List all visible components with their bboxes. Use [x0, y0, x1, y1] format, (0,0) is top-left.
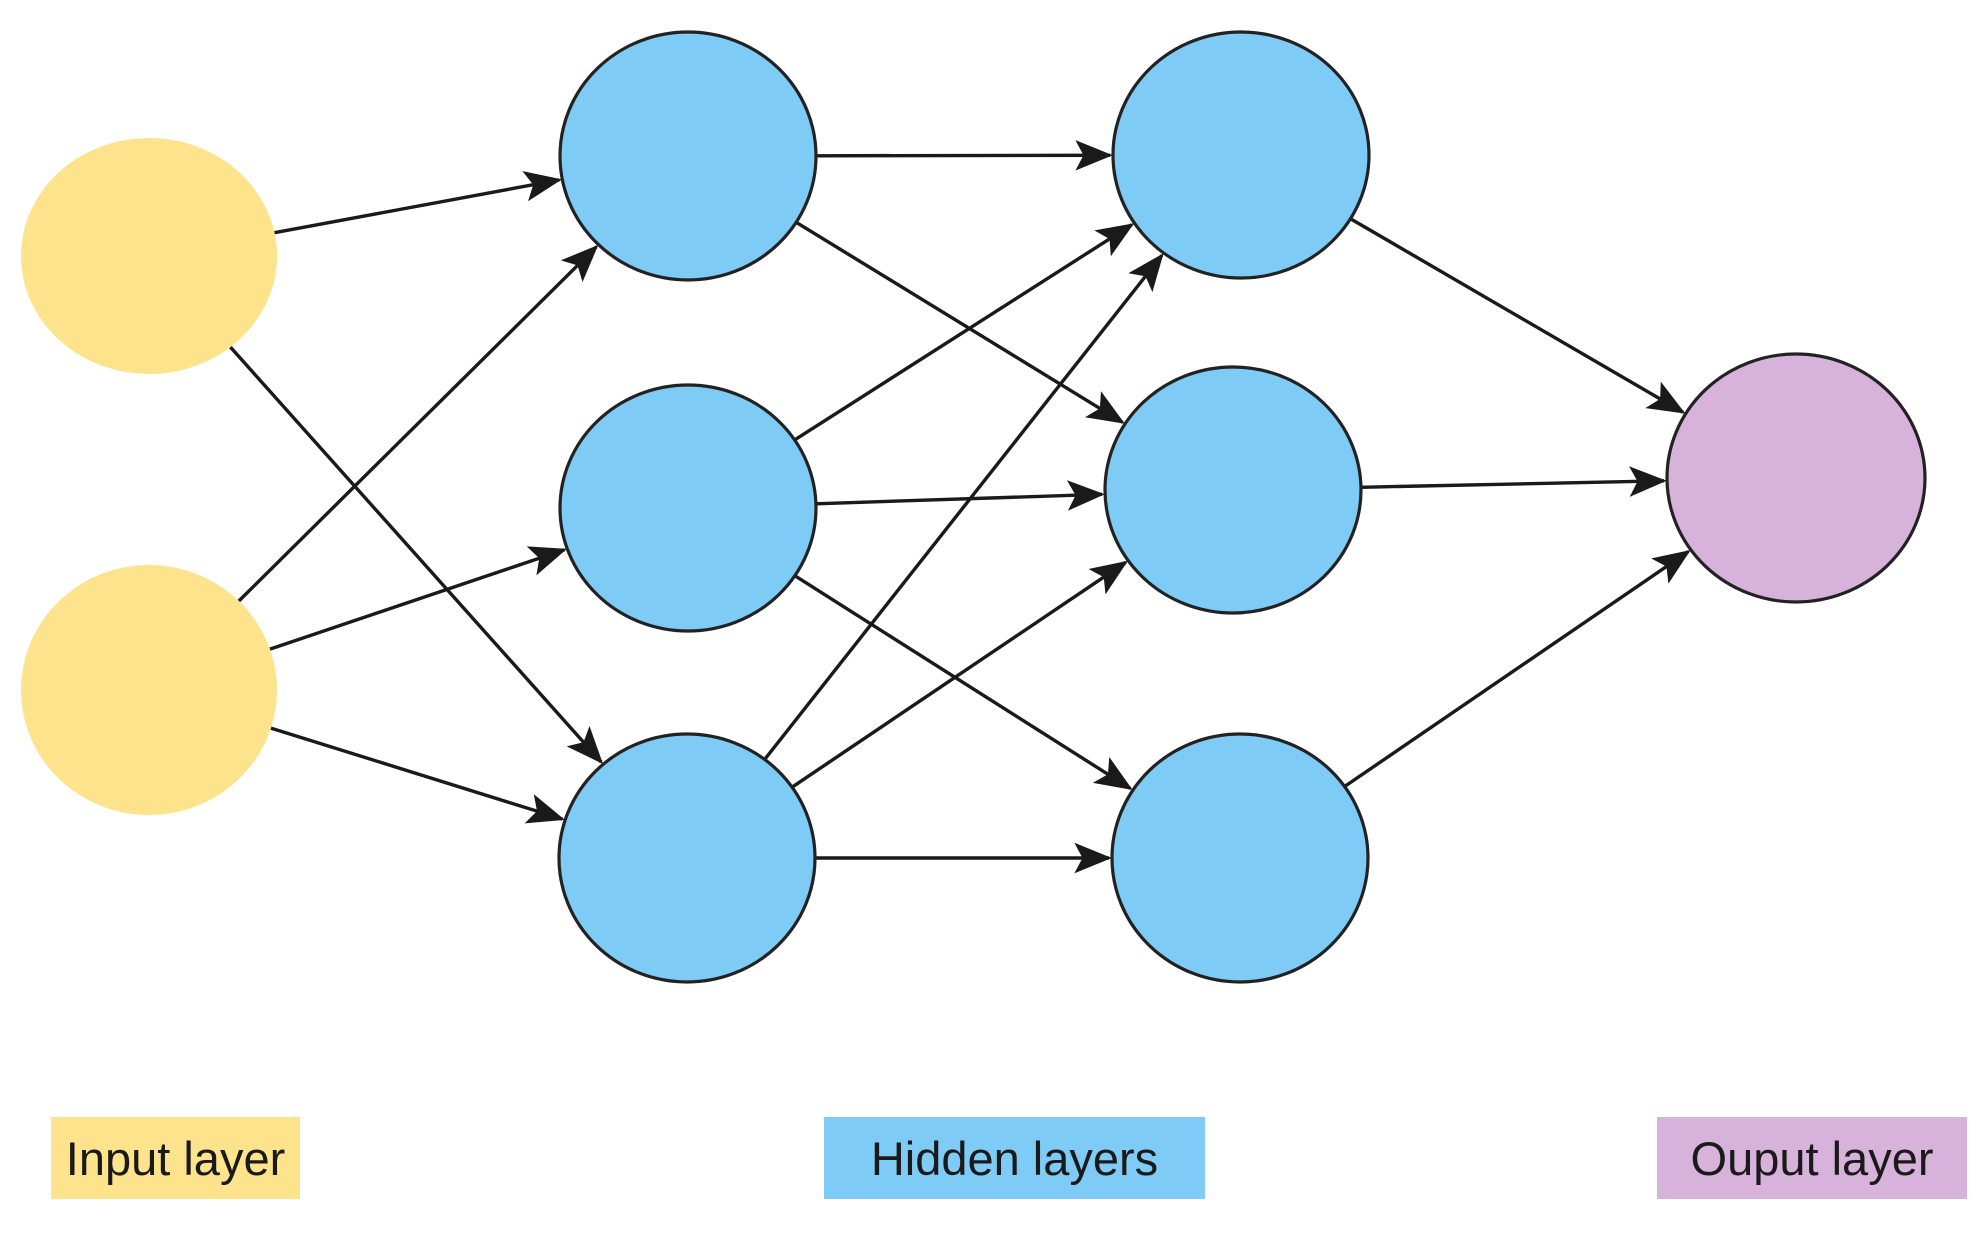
node-h12[interactable] — [558, 383, 818, 633]
legend-label-input-layer: Input layer — [65, 1131, 286, 1185]
node-o1[interactable] — [1665, 352, 1927, 604]
legend-item-output-layer: Ouput layer — [1657, 1117, 1967, 1199]
node-h21[interactable] — [1111, 30, 1371, 280]
edge-h12-to-h21 — [793, 223, 1135, 442]
legend-label-output-layer: Ouput layer — [1690, 1131, 1934, 1185]
edge-i2-to-h12 — [269, 546, 567, 651]
edge-h12-to-h22 — [815, 480, 1105, 511]
edge-h23-to-o1 — [1343, 550, 1691, 788]
edge-i2-to-h13 — [270, 726, 565, 824]
edge-h11-to-h21 — [815, 140, 1113, 171]
node-i2[interactable] — [21, 565, 277, 815]
edge-h11-to-h22 — [795, 220, 1125, 424]
legend-item-input-layer: Input layer — [51, 1117, 300, 1199]
edge-i1-to-h13 — [229, 345, 604, 765]
edge-h22-to-o1 — [1360, 466, 1667, 497]
edge-h13-to-h21 — [763, 253, 1164, 761]
legend-item-hidden-layers: Hidden layers — [824, 1117, 1205, 1199]
edge-i2-to-h11 — [237, 244, 599, 603]
node-h13[interactable] — [557, 732, 817, 984]
edge-h13-to-h22 — [791, 560, 1128, 789]
edge-i1-to-h11 — [274, 171, 563, 235]
edge-h12-to-h23 — [793, 574, 1133, 790]
node-h23[interactable] — [1110, 732, 1370, 984]
edges-group — [229, 140, 1691, 874]
nodes-group — [21, 30, 1927, 984]
edge-h21-to-o1 — [1349, 217, 1686, 414]
node-h22[interactable] — [1103, 365, 1363, 615]
node-i1[interactable] — [21, 138, 277, 374]
node-h11[interactable] — [558, 30, 818, 282]
legend-label-hidden-layers: Hidden layers — [870, 1131, 1159, 1185]
